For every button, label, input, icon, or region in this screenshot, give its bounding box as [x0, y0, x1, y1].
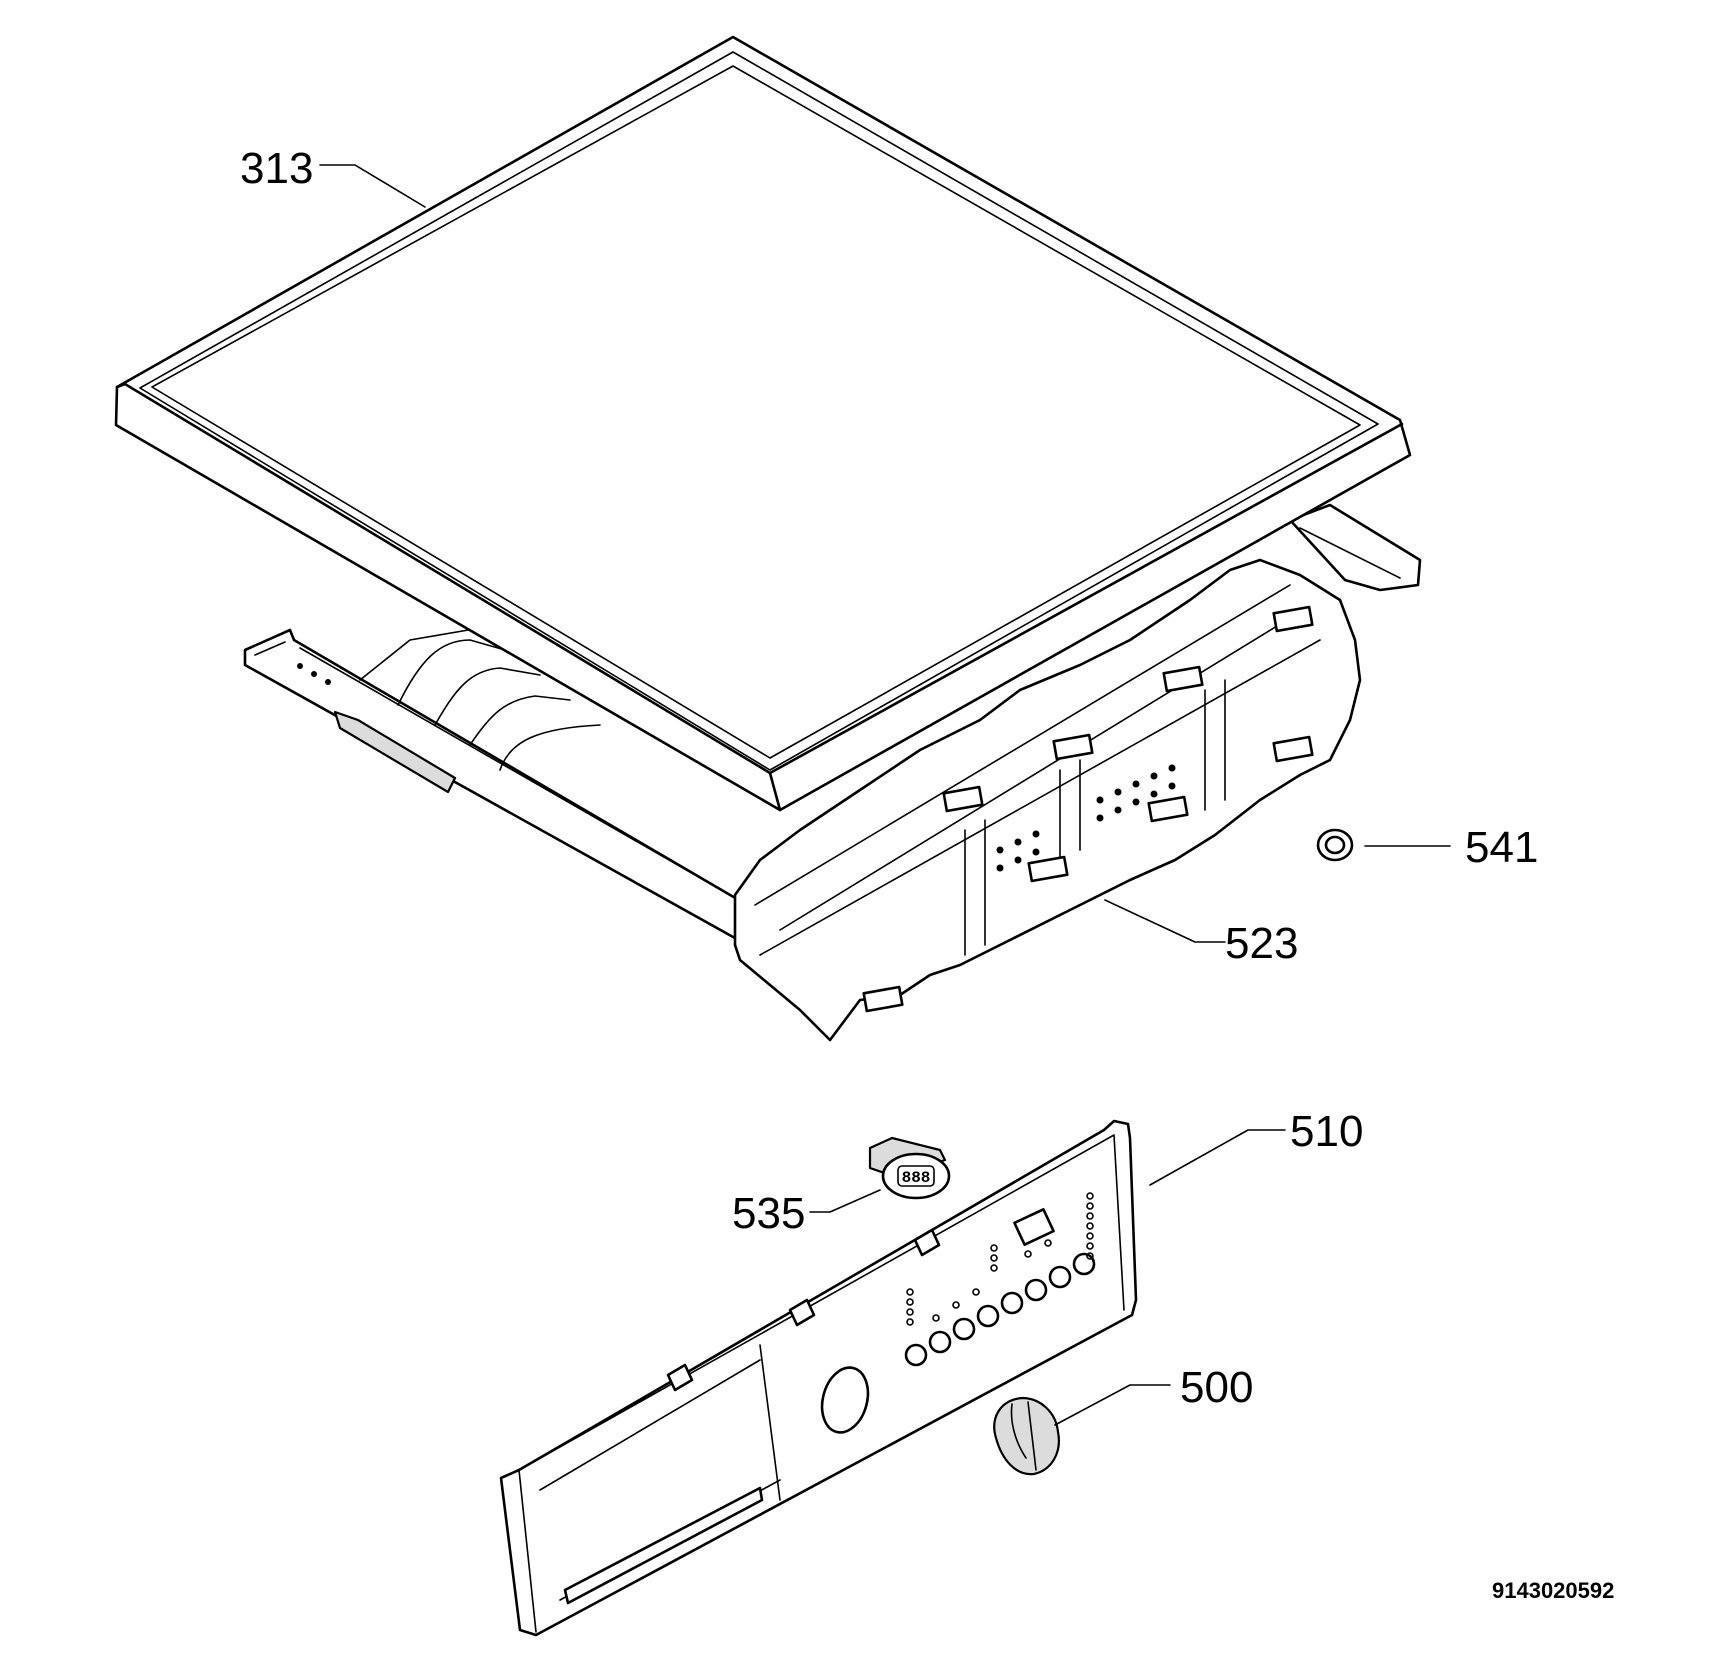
part-510-control-panel: [499, 1119, 1138, 1637]
part-313-worktop: [114, 35, 1412, 812]
callout-541: 541: [1465, 823, 1538, 872]
callout-535: 535: [732, 1189, 805, 1238]
part-535-display-lens: 888: [868, 1136, 951, 1200]
part-500-knob: [993, 1396, 1060, 1476]
lens-display-digits: 888: [902, 1169, 931, 1187]
part-523-frame: [243, 503, 1422, 1042]
callout-313: 313: [240, 144, 313, 193]
callout-500: 500: [1180, 1363, 1253, 1412]
callout-510: 510: [1290, 1107, 1363, 1156]
document-number: 9143020592: [1492, 1578, 1614, 1603]
part-541-grommet: [1316, 828, 1354, 862]
callout-523: 523: [1225, 919, 1298, 968]
leader-lines: [319, 164, 1451, 1426]
